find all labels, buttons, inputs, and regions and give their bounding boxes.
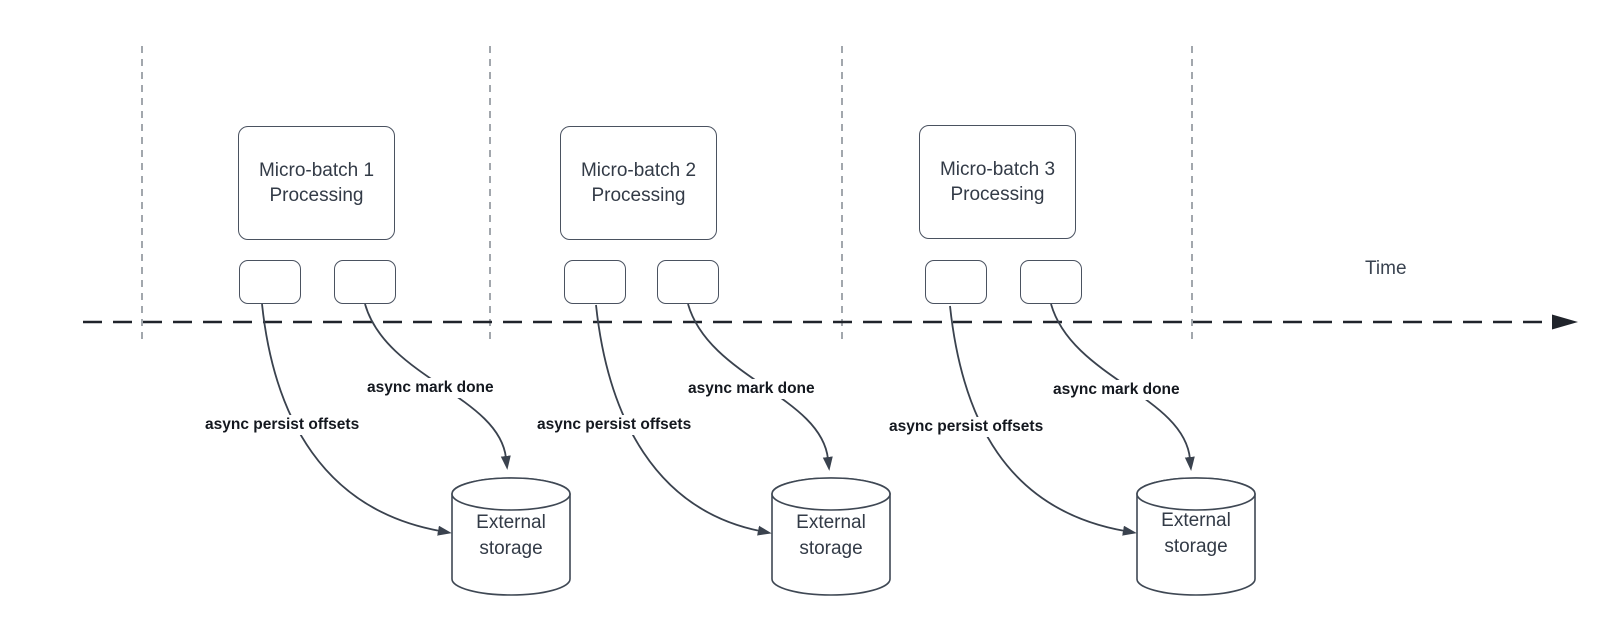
storage-cylinder-1 xyxy=(451,477,571,596)
mark-done-label-2: async mark done xyxy=(685,379,818,399)
persist-offsets-arrow-3 xyxy=(949,305,1137,536)
time-axis-label: Time xyxy=(1365,258,1407,279)
mark-done-label-1: async mark done xyxy=(364,378,497,398)
cylinder-top xyxy=(451,477,571,511)
persist-offsets-arrow-2 xyxy=(595,304,772,536)
persist-offsets-label-3: async persist offsets xyxy=(886,417,1047,437)
micro-batch-1-box: Micro-batch 1 Processing xyxy=(238,126,395,240)
mark-done-task-box-2 xyxy=(657,260,719,304)
mark-done-task-box-1 xyxy=(334,260,396,304)
micro-batch-3-box: Micro-batch 3 Processing xyxy=(919,125,1076,239)
cylinder-top xyxy=(771,477,891,511)
persist-offsets-task-box-3 xyxy=(925,260,987,304)
external-storage-label-1: External storage xyxy=(476,512,546,559)
persist-offsets-label-1: async persist offsets xyxy=(202,415,363,435)
mark-done-task-box-3 xyxy=(1020,260,1082,304)
external-storage-label-3: External storage xyxy=(1161,510,1231,557)
storage-cylinder-2 xyxy=(771,477,891,596)
persist-offsets-task-box-1 xyxy=(239,260,301,304)
cylinder-top xyxy=(1136,477,1256,511)
persist-offsets-task-box-2 xyxy=(564,260,626,304)
external-storage-label-2: External storage xyxy=(796,512,866,559)
storage-cylinder-3 xyxy=(1136,477,1256,596)
time-axis-arrowhead-icon xyxy=(1552,314,1578,330)
persist-offsets-arrow-1 xyxy=(261,303,452,536)
persist-offsets-label-2: async persist offsets xyxy=(534,415,695,435)
mark-done-label-3: async mark done xyxy=(1050,380,1183,400)
micro-batch-2-box: Micro-batch 2 Processing xyxy=(560,126,717,240)
